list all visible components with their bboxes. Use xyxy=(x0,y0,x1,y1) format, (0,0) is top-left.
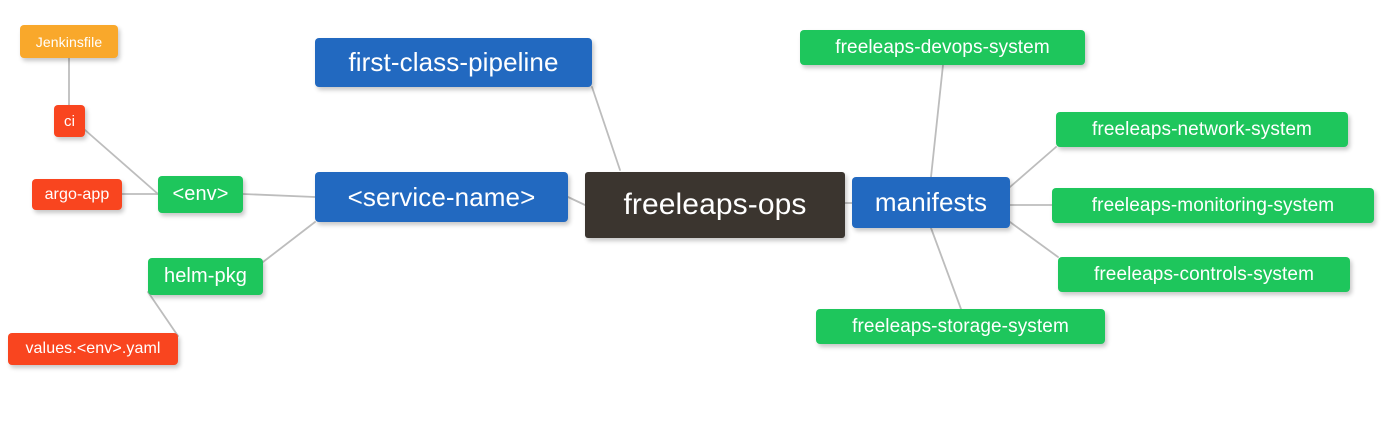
edge-service-to-env xyxy=(242,193,316,198)
node-env[interactable]: <env> xyxy=(158,176,243,213)
node-pipeline[interactable]: first-class-pipeline xyxy=(315,38,592,87)
node-helmpkg[interactable]: helm-pkg xyxy=(148,258,263,295)
node-label: Jenkinsfile xyxy=(35,33,103,50)
node-label: first-class-pipeline xyxy=(348,47,559,77)
node-storage[interactable]: freeleaps-storage-system xyxy=(816,309,1105,344)
node-root[interactable]: freeleaps-ops xyxy=(585,172,845,238)
edge-service-to-helmpkg xyxy=(262,221,316,263)
node-label: freeleaps-devops-system xyxy=(835,36,1050,58)
node-label: argo-app xyxy=(44,185,110,203)
edge-helmpkg-to-values xyxy=(147,291,179,337)
node-service[interactable]: <service-name> xyxy=(315,172,568,222)
node-label: ci xyxy=(63,112,76,130)
edge-root-to-pipeline xyxy=(591,86,621,171)
node-argoapp[interactable]: argo-app xyxy=(32,179,122,210)
edge-manifests-to-storage xyxy=(930,227,962,310)
node-ci[interactable]: ci xyxy=(54,105,85,137)
node-label: freeleaps-monitoring-system xyxy=(1091,194,1335,216)
edge-manifests-to-network xyxy=(1009,146,1057,188)
node-label: freeleaps-controls-system xyxy=(1093,263,1315,285)
node-label: freeleaps-storage-system xyxy=(852,315,1069,337)
node-label: <env> xyxy=(172,183,229,205)
edge-env-to-ci xyxy=(84,129,159,195)
node-jenkinsfile[interactable]: Jenkinsfile xyxy=(20,25,118,58)
edge-manifests-to-controls xyxy=(1009,221,1059,258)
node-controls[interactable]: freeleaps-controls-system xyxy=(1058,257,1350,292)
node-manifests[interactable]: manifests xyxy=(852,177,1010,228)
node-label: <service-name> xyxy=(347,181,536,212)
node-devops[interactable]: freeleaps-devops-system xyxy=(800,30,1085,65)
node-label: manifests xyxy=(874,187,988,217)
edge-manifests-to-devops xyxy=(930,64,944,178)
node-monitoring[interactable]: freeleaps-monitoring-system xyxy=(1052,188,1374,223)
node-label: freeleaps-network-system xyxy=(1092,118,1312,140)
node-label: freeleaps-ops xyxy=(623,188,807,221)
edge-root-to-service xyxy=(567,196,586,206)
node-network[interactable]: freeleaps-network-system xyxy=(1056,112,1348,147)
node-values[interactable]: values.<env>.yaml xyxy=(8,333,178,365)
node-label: values.<env>.yaml xyxy=(25,340,161,357)
node-label: helm-pkg xyxy=(163,265,248,287)
